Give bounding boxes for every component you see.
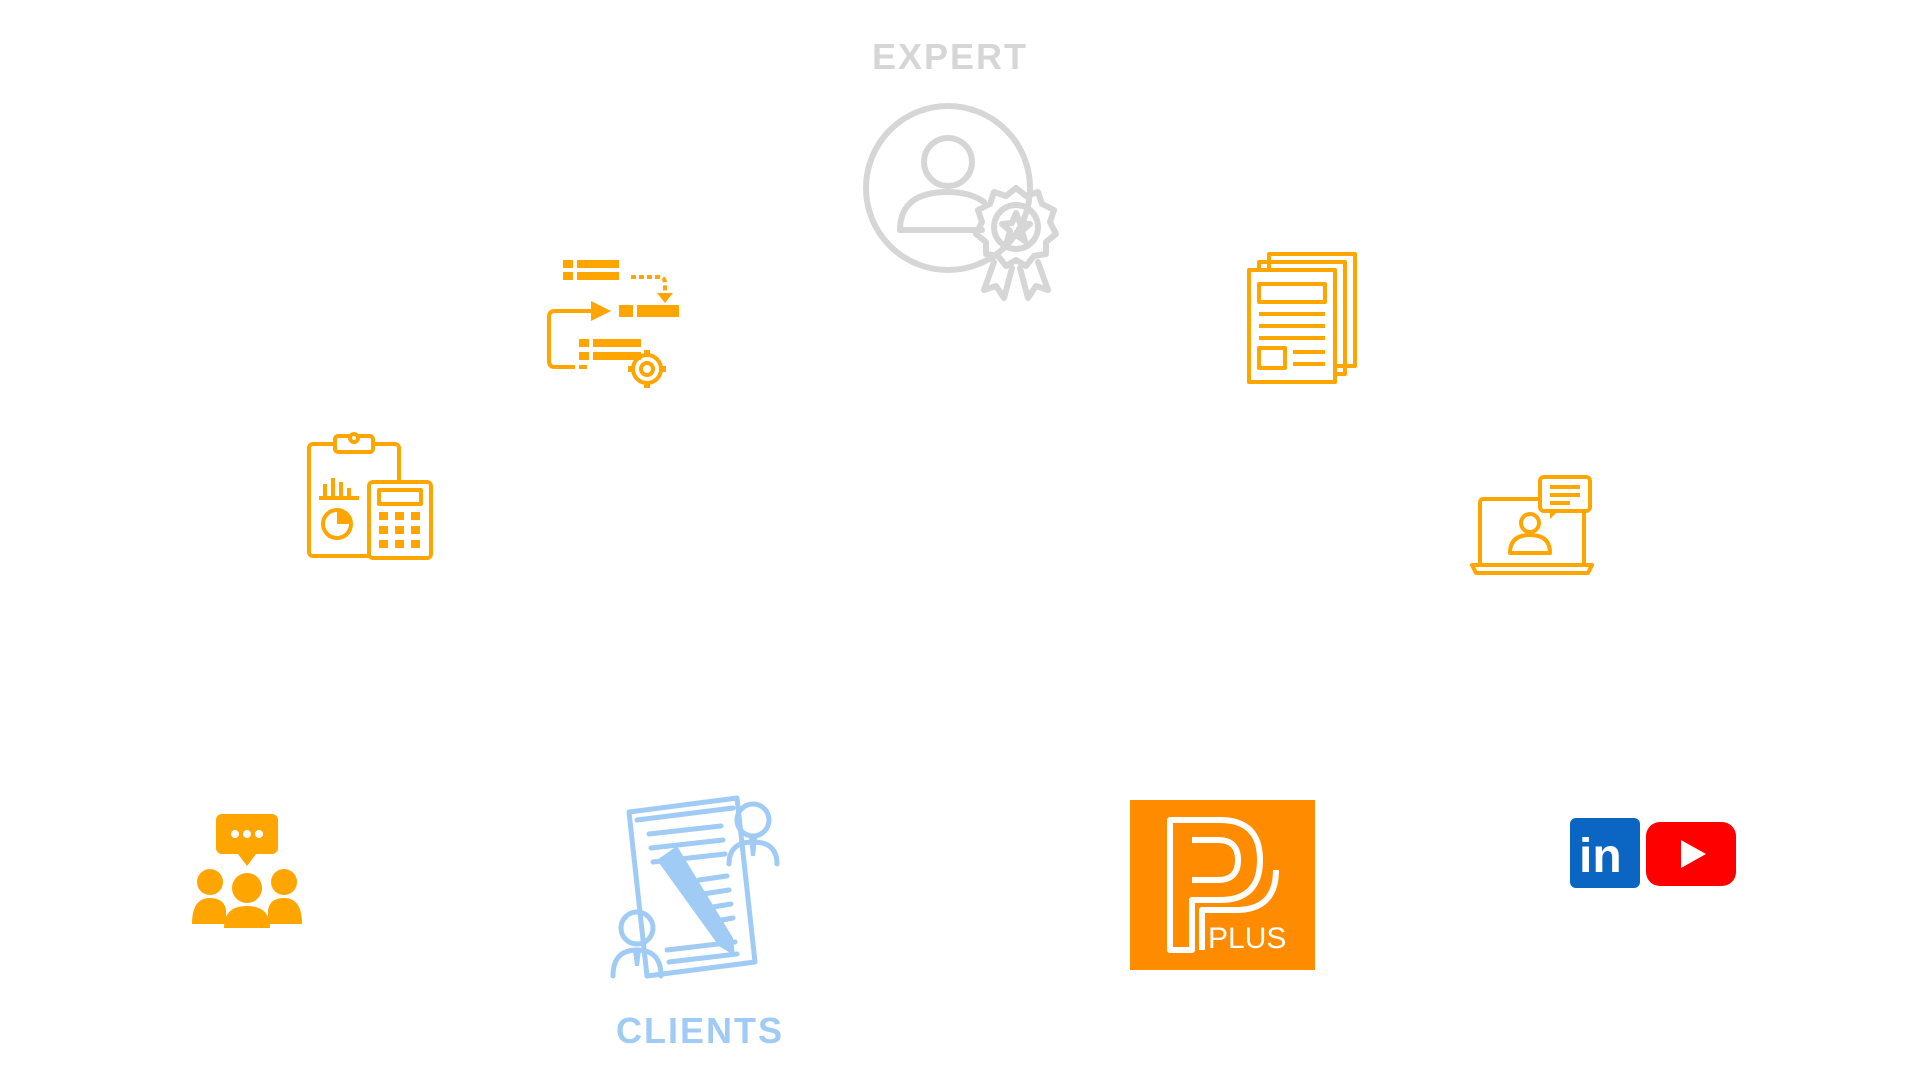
community-chat-icon[interactable] [190,810,305,930]
pplus-logo-text: PLUS [1208,922,1286,955]
clients-label: CLIENTS [615,1010,784,1051]
newspaper-icon[interactable] [1245,250,1360,385]
linkedin-icon[interactable]: in [1570,818,1640,888]
expert-label: EXPERT [871,36,1029,77]
expert-badge-icon[interactable] [860,100,1070,310]
social-links: in [1570,815,1740,895]
process-flow-icon[interactable] [545,255,685,390]
youtube-icon[interactable] [1646,822,1736,886]
contract-signing-icon[interactable] [603,790,793,980]
pplus-logo-icon[interactable]: PLUS [1130,800,1315,970]
linkedin-icon-text: in [1579,830,1622,883]
accounting-report-icon[interactable] [305,432,435,562]
webinar-icon[interactable] [1470,473,1595,578]
